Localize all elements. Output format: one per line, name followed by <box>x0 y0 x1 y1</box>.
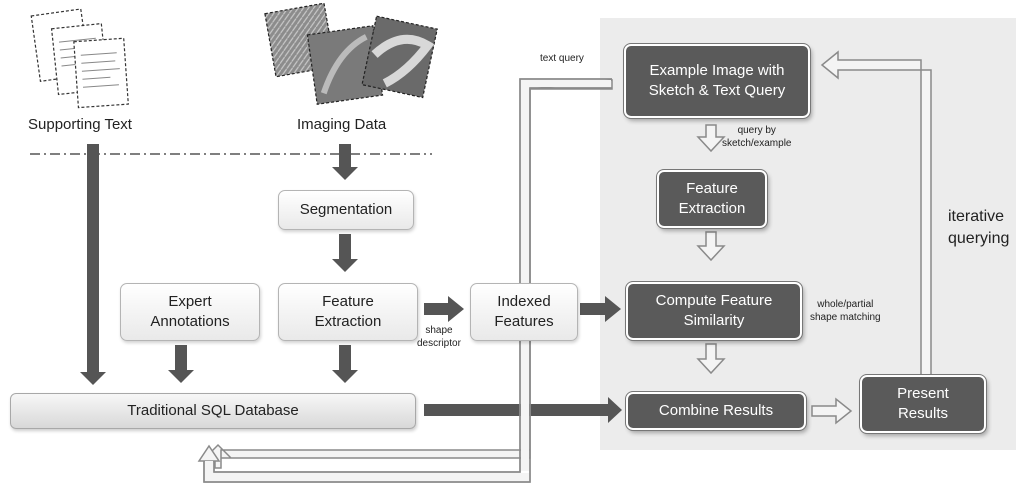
arrow-iterative-loop <box>820 50 932 379</box>
channel-fill-stub <box>205 461 213 479</box>
imaging-data-label: Imaging Data <box>297 116 387 133</box>
sql-database-box: Traditional SQL Database <box>10 393 416 429</box>
channel-fill-vertical <box>521 80 529 471</box>
document-stack-icon <box>30 8 129 109</box>
indexed-features-box: Indexed Features <box>470 283 578 341</box>
present-results-box: Present Results <box>859 374 987 434</box>
feature-extraction-box-right: Feature Extraction <box>656 169 768 229</box>
text-query-annotation: text query <box>540 53 584 64</box>
feature-extraction-box-left: Feature Extraction <box>278 283 418 341</box>
segmentation-box: Segmentation <box>278 190 414 230</box>
whole-partial-annotation: whole/partial shape matching <box>810 299 881 323</box>
arrow-example-to-feature <box>696 124 726 153</box>
arrow-feature-to-sql <box>332 345 358 383</box>
channel-fill-top <box>521 80 611 87</box>
query-by-sketch-annotation: query by sketch/example <box>722 125 792 149</box>
text-query-channel-outline <box>203 78 612 483</box>
arrow-combine-to-present <box>811 397 853 425</box>
arrow-feature-to-indexed <box>424 296 464 322</box>
arrow-similarity-to-combine <box>696 343 726 375</box>
arrow-text-to-sql <box>80 144 106 385</box>
combine-results-box: Combine Results <box>625 391 807 431</box>
arrow-indexed-to-similarity <box>580 296 621 322</box>
example-image-query-box: Example Image with Sketch & Text Query <box>623 43 811 119</box>
compute-similarity-box: Compute Feature Similarity <box>625 281 803 341</box>
channel-fill-bottom <box>205 473 529 481</box>
arrow-expert-to-sql <box>168 345 194 383</box>
arrow-feature-to-similarity <box>696 231 726 262</box>
arrow-imaging-to-segmentation <box>332 144 358 180</box>
arrow-segmentation-to-feature <box>332 234 358 272</box>
shape-descriptor-annotation: shape descriptor <box>417 325 461 349</box>
expert-annotations-box: Expert Annotations <box>120 283 260 341</box>
supporting-text-label: Supporting Text <box>28 116 132 133</box>
medical-image-stack-icon <box>264 2 438 105</box>
iterative-querying-label: iterative querying <box>948 208 1010 247</box>
